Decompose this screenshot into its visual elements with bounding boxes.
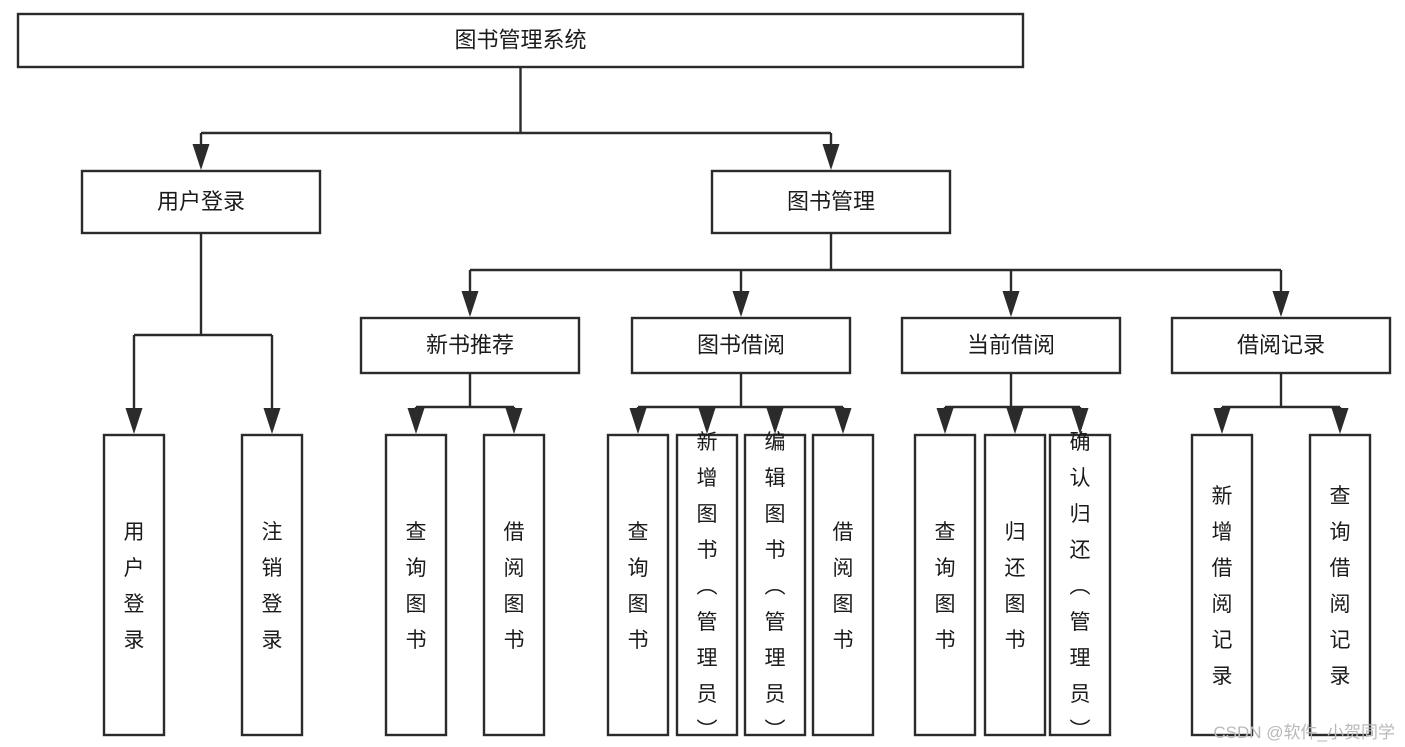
arrow-head-icon [698, 408, 716, 434]
node-box [900, 316, 1122, 375]
node-box [710, 169, 952, 235]
arrow-head-icon [125, 408, 143, 434]
node-leaf-add-book[interactable]: 新增图书︵管理员︶ [675, 431, 739, 742]
node-leaf-borrow-book-1[interactable]: 借阅图书 [482, 433, 546, 737]
arrow-head-icon [766, 408, 784, 434]
node-box [482, 433, 546, 737]
node-leaf-query-book-3[interactable]: 查询图书 [913, 433, 977, 737]
node-box [983, 433, 1047, 737]
node-label: 用户登录 [157, 189, 245, 214]
arrow-head-icon [1006, 408, 1024, 434]
arrow-head-icon [822, 144, 840, 170]
node-box [811, 433, 875, 737]
node-book-borrow[interactable]: 图书借阅 [630, 316, 852, 375]
node-box [1190, 433, 1254, 737]
node-label: 新增借阅记录 [1212, 485, 1233, 688]
arrow-head-icon [1331, 408, 1349, 434]
node-label: 查询借阅记录 [1330, 485, 1351, 688]
node-leaf-query-book-1[interactable]: 查询图书 [384, 433, 448, 737]
node-label: 查询图书 [935, 521, 956, 652]
arrow-head-icon [505, 408, 523, 434]
node-leaf-query-record[interactable]: 查询借阅记录 [1308, 433, 1372, 737]
node-box [913, 433, 977, 737]
node-leaf-logout[interactable]: 注销登录 [240, 433, 304, 737]
node-box [80, 169, 322, 235]
node-leaf-add-record[interactable]: 新增借阅记录 [1190, 433, 1254, 737]
node-borrow-record[interactable]: 借阅记录 [1170, 316, 1392, 375]
node-label: 归还图书 [1005, 521, 1026, 652]
arrow-head-icon [192, 144, 210, 170]
arrow-head-icon [1071, 408, 1089, 434]
node-label: 图书管理 [787, 189, 875, 214]
arrow-head-icon [1272, 291, 1290, 317]
node-new-book-rec[interactable]: 新书推荐 [359, 316, 581, 375]
node-box [240, 433, 304, 737]
node-box [1170, 316, 1392, 375]
node-leaf-edit-book[interactable]: 编辑图书︵管理员︶ [743, 431, 807, 742]
node-box [606, 433, 670, 737]
node-label: 图书管理系统 [454, 27, 586, 52]
node-label: 当前借阅 [967, 332, 1055, 357]
arrow-head-icon [1002, 291, 1020, 317]
arrow-head-icon [834, 408, 852, 434]
node-user-login[interactable]: 用户登录 [80, 169, 322, 235]
node-book-manage[interactable]: 图书管理 [710, 169, 952, 235]
node-leaf-user-login[interactable]: 用户登录 [102, 433, 166, 737]
arrow-head-icon [936, 408, 954, 434]
node-box [1308, 433, 1372, 737]
arrow-head-icon [732, 291, 750, 317]
arrow-head-icon [461, 291, 479, 317]
nodes-layer: 图书管理系统用户登录图书管理新书推荐图书借阅当前借阅借阅记录用户登录注销登录查询… [16, 12, 1392, 742]
node-label: 借阅记录 [1237, 332, 1325, 357]
node-box [384, 433, 448, 737]
node-leaf-return-book[interactable]: 归还图书 [983, 433, 1047, 737]
node-current-borrow[interactable]: 当前借阅 [900, 316, 1122, 375]
node-box [1048, 433, 1112, 737]
arrow-head-icon [407, 408, 425, 434]
edges-layer [125, 67, 1349, 434]
node-label: 新书推荐 [426, 332, 514, 357]
node-box [675, 433, 739, 737]
node-label: 新增图书︵管理员︶ [697, 431, 718, 742]
node-box [743, 433, 807, 737]
arrow-head-icon [1213, 408, 1231, 434]
node-box [16, 12, 1025, 69]
node-leaf-confirm-return[interactable]: 确认归还︵管理员︶ [1048, 431, 1112, 742]
node-leaf-borrow-book-2[interactable]: 借阅图书 [811, 433, 875, 737]
node-label: 确认归还︵管理员︶ [1070, 431, 1091, 742]
node-label: 借阅图书 [504, 521, 525, 652]
node-label: 查询图书 [628, 521, 649, 652]
node-label: 图书借阅 [697, 332, 785, 357]
node-label: 注销登录 [262, 521, 283, 652]
node-label: 借阅图书 [833, 521, 854, 652]
arrow-head-icon [629, 408, 647, 434]
node-box [630, 316, 852, 375]
node-root[interactable]: 图书管理系统 [16, 12, 1025, 69]
node-label: 用户登录 [124, 521, 145, 652]
node-leaf-query-book-2[interactable]: 查询图书 [606, 433, 670, 737]
node-label: 编辑图书︵管理员︶ [765, 431, 786, 742]
node-box [359, 316, 581, 375]
node-box [102, 433, 166, 737]
arrow-head-icon [263, 408, 281, 434]
node-label: 查询图书 [406, 521, 427, 652]
